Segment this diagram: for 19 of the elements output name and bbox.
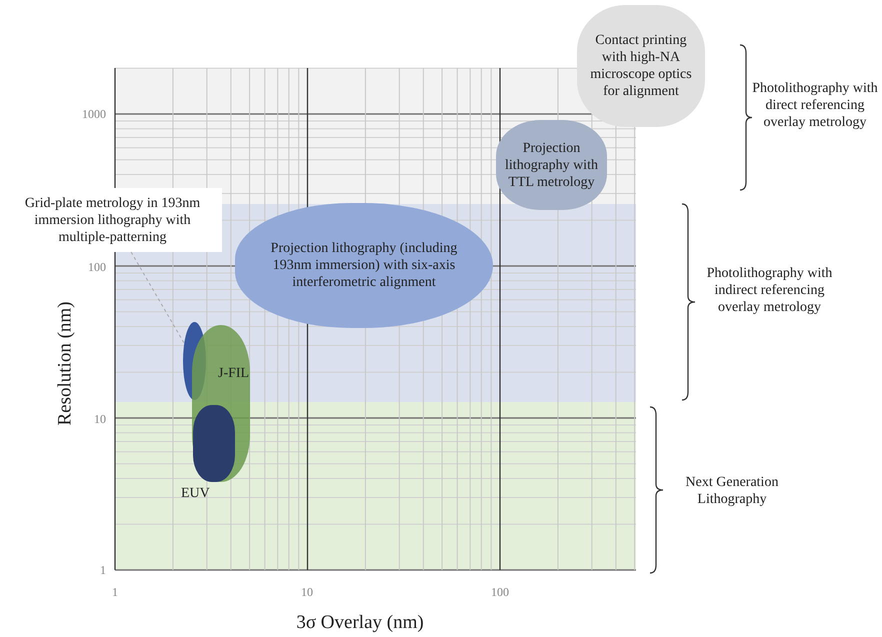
tick-label: 1000 bbox=[81, 106, 106, 123]
region-label: J-FIL bbox=[218, 365, 250, 382]
bracket-label: Photolithography with indirect referencing overlay metrology bbox=[706, 265, 834, 316]
region-label: Projection lithography with TTL metrology bbox=[504, 140, 599, 190]
bracket-label: Next Generation Lithography bbox=[684, 474, 780, 508]
rounded-region bbox=[577, 5, 705, 127]
bracket-label: Photolithography with direct referencing overlay metrology bbox=[752, 80, 878, 131]
tick-label: 100 bbox=[87, 259, 106, 276]
region-label: EUV bbox=[181, 485, 210, 502]
axis-title: Resolution (nm) bbox=[56, 300, 74, 428]
leader-line bbox=[130, 252, 185, 344]
tick-label: 1 bbox=[111, 584, 119, 601]
region-label: Grid-plate metrology in 193nm immersion lithography with multiple-patterning bbox=[24, 194, 202, 246]
region-label: Projection lithography (including 193nm immersion) with six-axis interferometric alignment bbox=[270, 240, 458, 291]
region-label: Contact printing with high-NA microscope optics for alignment bbox=[589, 32, 693, 100]
tick-label: 10 bbox=[300, 584, 314, 601]
axis-title: 3σ Overlay (nm) bbox=[295, 614, 425, 631]
tick-label: 100 bbox=[490, 584, 510, 601]
tick-label: 1 bbox=[99, 562, 106, 579]
